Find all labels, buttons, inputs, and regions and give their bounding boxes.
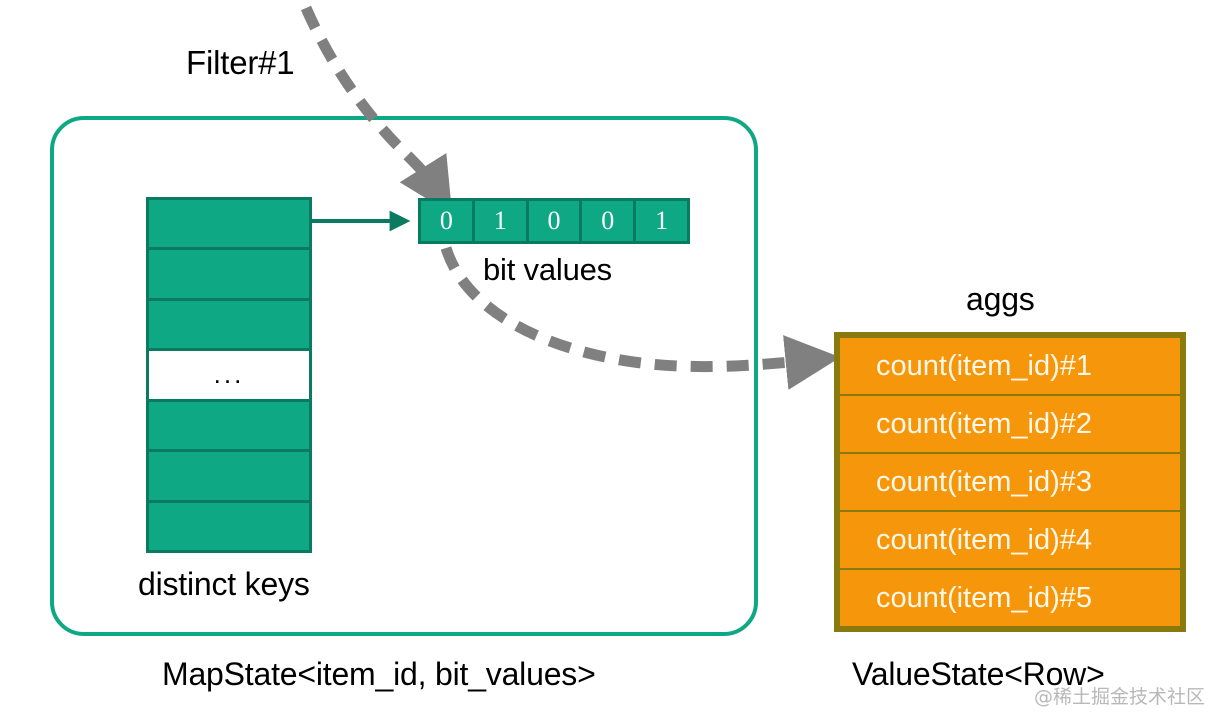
agg-row: count(item_id)#2 xyxy=(838,394,1182,454)
bit-cell: 1 xyxy=(471,198,529,244)
agg-row: count(item_id)#4 xyxy=(838,510,1182,570)
bit-cell: 0 xyxy=(579,198,637,244)
key-cell xyxy=(146,197,312,251)
aggs-label: aggs xyxy=(966,281,1035,317)
agg-row: count(item_id)#1 xyxy=(838,336,1182,396)
valuestate-caption: ValueState<Row> xyxy=(852,656,1105,692)
filter-to-bit-values-arrow xyxy=(300,5,453,215)
mapstate-caption: MapState<item_id, bit_values> xyxy=(162,656,596,692)
filter-label: Filter#1 xyxy=(186,44,295,81)
bit-cell: 0 xyxy=(418,198,475,244)
distinct-keys-label: distinct keys xyxy=(138,566,310,602)
key-cell xyxy=(146,247,312,301)
agg-row: count(item_id)#5 xyxy=(838,568,1182,628)
watermark: @稀土掘金技术社区 xyxy=(1034,686,1206,708)
key-cell xyxy=(146,297,312,352)
key-cell-ellipsis: ... xyxy=(146,348,312,402)
bit-cell: 0 xyxy=(525,198,583,244)
bit-values-box: 0 1 0 0 1 xyxy=(418,198,690,244)
key-cell xyxy=(146,398,312,453)
agg-row: count(item_id)#3 xyxy=(838,452,1182,512)
aggs-box: count(item_id)#1 count(item_id)#2 count(… xyxy=(834,332,1186,632)
bit-values-label: bit values xyxy=(483,252,612,287)
bit-cell: 1 xyxy=(633,198,690,244)
key-cell xyxy=(146,449,312,503)
distinct-keys-column: ... xyxy=(146,197,312,553)
key-cell xyxy=(146,499,312,553)
